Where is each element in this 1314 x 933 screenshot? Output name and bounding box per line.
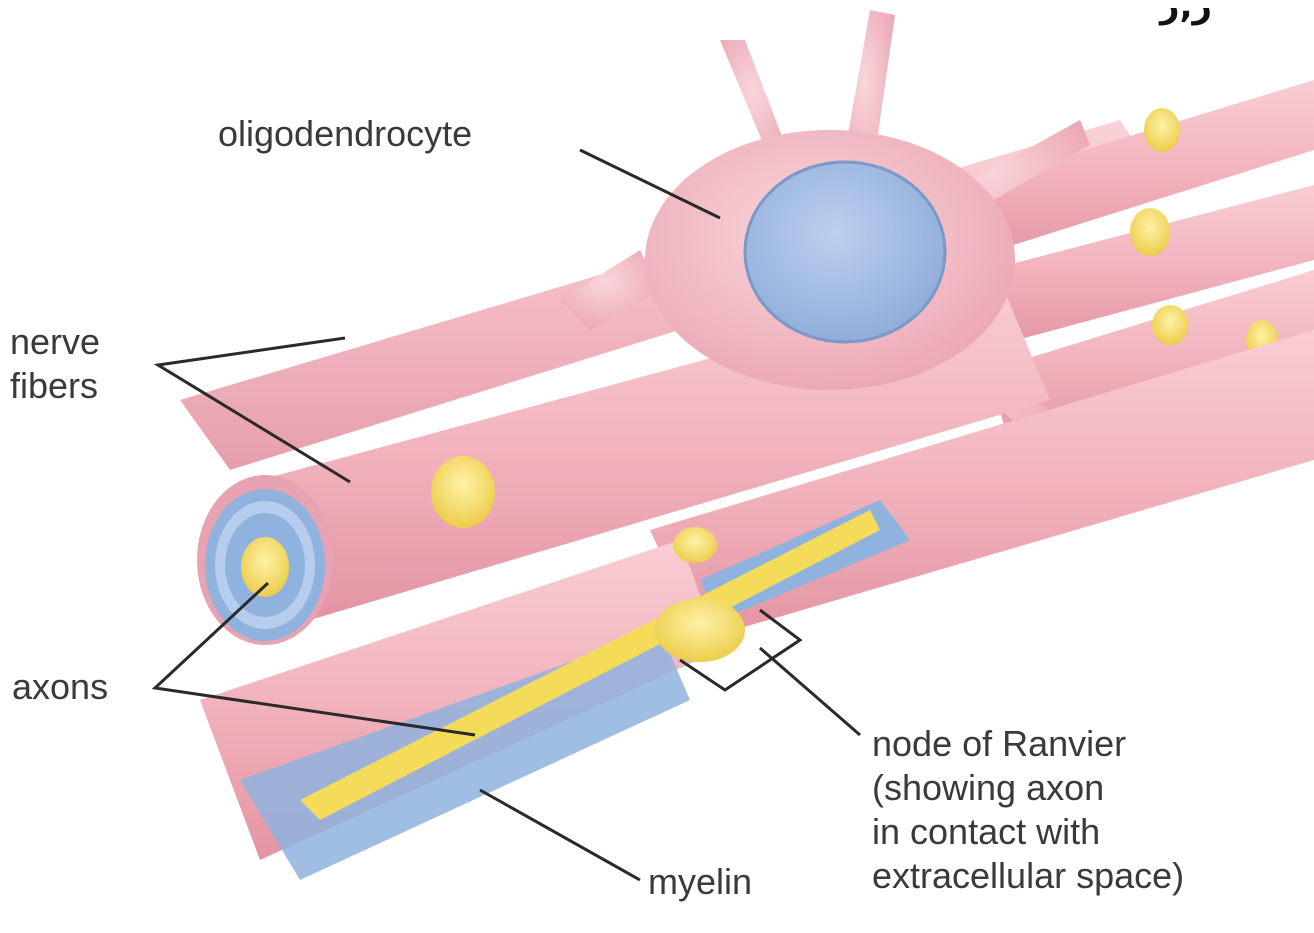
label-node-line3: in contact with xyxy=(872,810,1184,854)
label-node-of-ranvier: node of Ranvier (showing axon in contact… xyxy=(872,722,1184,898)
label-nerve-fibers: nerve fibers xyxy=(10,320,100,408)
leader-myelin xyxy=(480,790,640,880)
corner-mark: ر,ر xyxy=(1160,0,1212,26)
leader-node xyxy=(760,648,860,735)
label-node-line1: node of Ranvier xyxy=(872,722,1184,766)
label-node-line4: extracellular space) xyxy=(872,854,1184,898)
oligodendrocyte-cell xyxy=(645,130,1015,390)
label-nerve-fibers-line1: nerve xyxy=(10,320,100,364)
label-oligodendrocyte: oligodendrocyte xyxy=(218,112,472,156)
label-nerve-fibers-line2: fibers xyxy=(10,364,100,408)
label-axons: axons xyxy=(12,665,108,709)
label-node-line2: (showing axon xyxy=(872,766,1184,810)
label-myelin: myelin xyxy=(648,860,752,904)
